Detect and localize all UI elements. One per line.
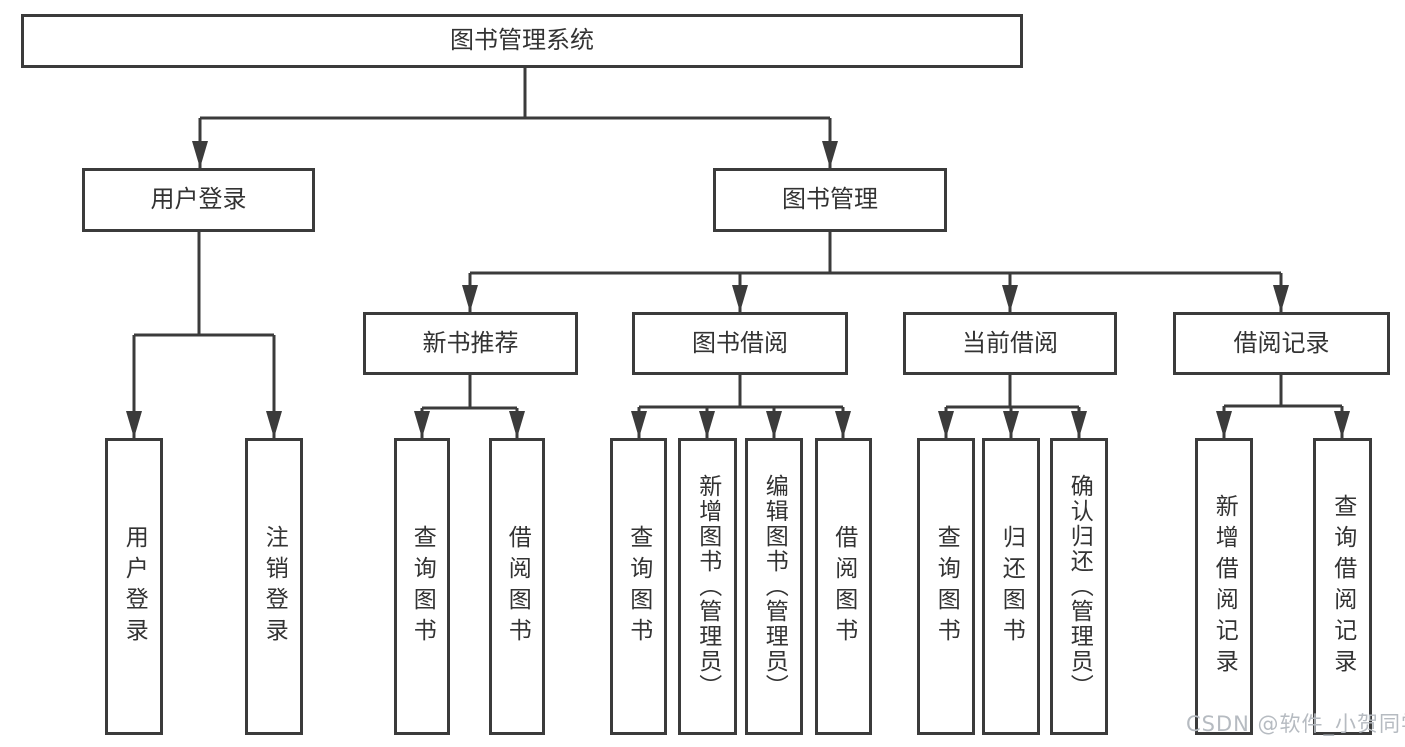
node-edit-books-admin: 编辑图书（管理员） [745,438,803,735]
node-logout-action: 注销登录 [245,438,303,735]
node-book-borrowing: 图书借阅 [632,312,848,375]
node-query-books-recommend: 查询图书 [394,438,450,735]
node-system-root: 图书管理系统 [21,14,1023,68]
node-borrow-books-borrow: 借阅图书 [815,438,872,735]
node-add-borrow-record: 新增借阅记录 [1195,438,1253,735]
node-return-books: 归还图书 [982,438,1040,735]
node-add-books-admin: 新增图书（管理员） [678,438,737,735]
node-query-borrow-record: 查询借阅记录 [1313,438,1372,735]
node-confirm-return-admin: 确认归还（管理员） [1050,438,1108,735]
node-borrow-books-recommend: 借阅图书 [489,438,545,735]
node-new-book-recommendation: 新书推荐 [363,312,578,375]
node-current-borrowing: 当前借阅 [903,312,1117,375]
node-user-login-module: 用户登录 [82,168,315,232]
csdn-watermark: CSDN @软件_小贺同学 [1186,712,1405,736]
node-book-management-module: 图书管理 [713,168,947,232]
node-user-login-action: 用户登录 [105,438,163,735]
node-query-books-current: 查询图书 [917,438,975,735]
node-borrowing-records: 借阅记录 [1173,312,1390,375]
node-query-books-borrow: 查询图书 [610,438,667,735]
